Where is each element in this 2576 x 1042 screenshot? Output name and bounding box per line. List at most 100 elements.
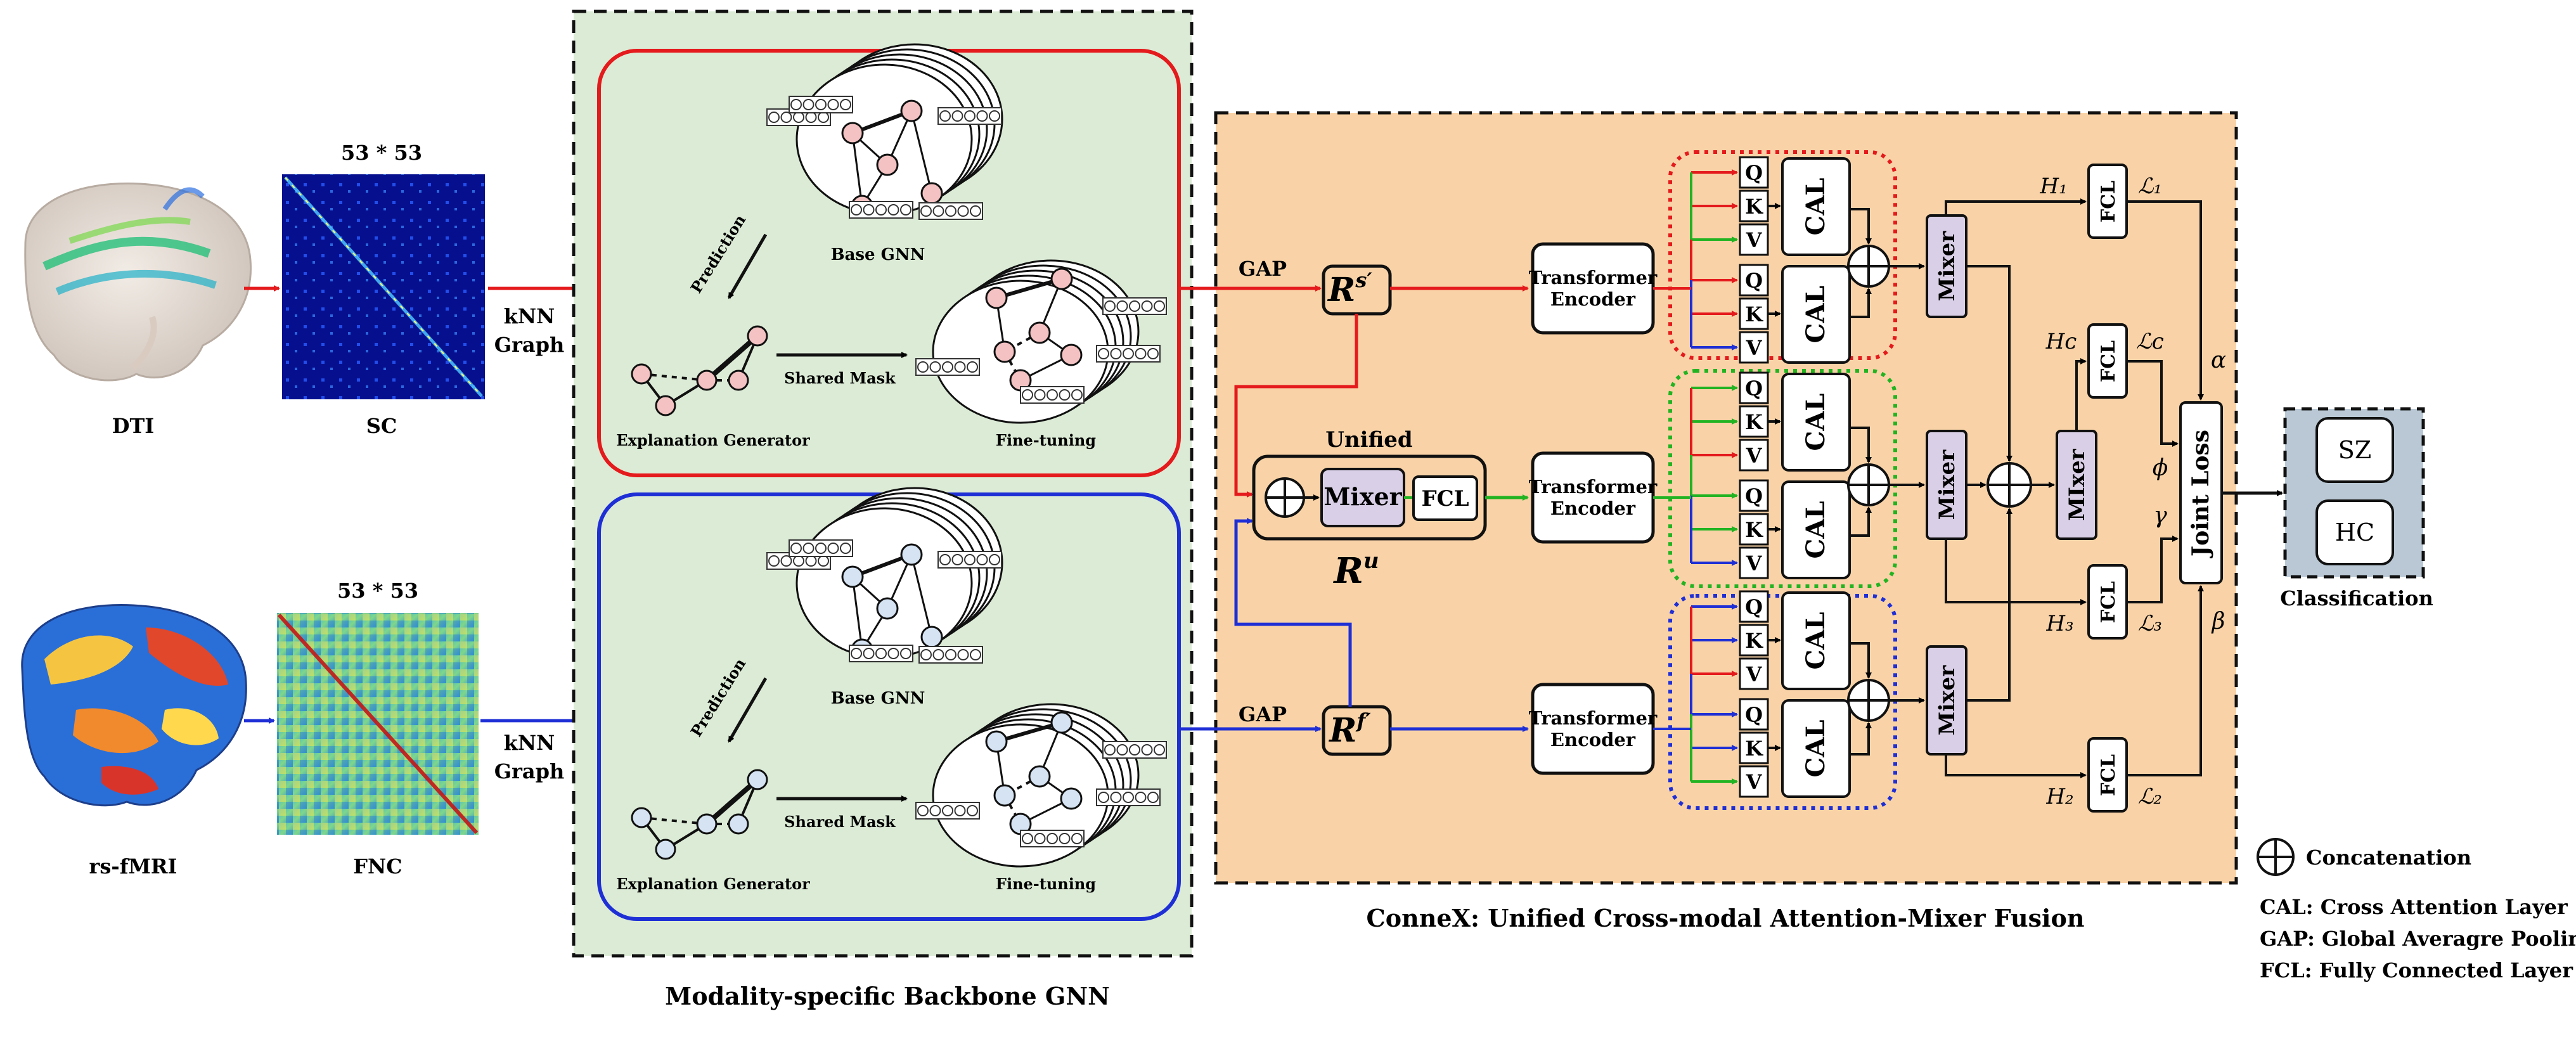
feature-cell <box>780 555 792 567</box>
feature-cell <box>875 204 887 215</box>
feature-vector <box>1020 830 1085 847</box>
feature-cell <box>1110 348 1122 359</box>
v-label: V <box>1746 551 1763 576</box>
svg-text:Encoder: Encoder <box>1550 288 1636 310</box>
dti-brain-image <box>24 183 252 382</box>
k-box <box>1739 731 1769 764</box>
beta-label: β <box>2211 608 2225 634</box>
h1-label: H₁ <box>2039 174 2067 199</box>
svg-text:SZ: SZ <box>2338 436 2371 464</box>
feature-cell <box>942 361 953 373</box>
q-label: Q <box>1745 376 1763 401</box>
base-gnn-edge <box>910 554 933 638</box>
base-gnn-label: Base GNN <box>831 245 925 264</box>
q-label: Q <box>1745 161 1763 185</box>
feature-vector <box>789 96 853 113</box>
feature-cell <box>1147 348 1159 359</box>
feature-cell <box>805 112 817 123</box>
fmri-label: rs-fMRI <box>89 854 177 878</box>
unified-label: Unified <box>1325 427 1412 453</box>
svg-text:Transformer: Transformer <box>1529 707 1658 729</box>
svg-text:MIxer: MIxer <box>2064 448 2090 520</box>
gamma-label: γ <box>2153 503 2167 529</box>
unified-concat-icon <box>1265 477 1305 518</box>
unified-fcl <box>1412 475 1478 521</box>
base-gnn-node <box>900 100 923 122</box>
fusion-connectors <box>1945 198 2283 778</box>
feature-cell <box>970 205 981 217</box>
feature-cell <box>939 110 951 122</box>
feature-cell <box>815 543 827 554</box>
feature-cell <box>863 648 875 659</box>
phi-label: ϕ <box>2153 455 2168 481</box>
svg-text:Mixer: Mixer <box>1935 231 1960 301</box>
feature-vector <box>918 646 983 664</box>
feature-cell <box>1059 389 1071 401</box>
feature-cell <box>818 555 829 567</box>
k-label: K <box>1745 629 1763 653</box>
feature-cell <box>1154 300 1165 312</box>
explanation-node <box>655 395 676 416</box>
feature-cell <box>1104 744 1116 756</box>
feature-cell <box>1046 833 1058 844</box>
concat-icon-unified <box>1847 463 1890 506</box>
feature-cell <box>967 361 978 373</box>
feature-cell <box>1046 389 1058 401</box>
rf-sup: f′ <box>1356 709 1372 733</box>
feature-cell <box>917 361 929 373</box>
l1-label: ℒ₁ <box>2138 174 2162 199</box>
feature-cell <box>1059 833 1071 844</box>
fine-tuning-edge <box>996 721 1062 743</box>
svg-text:Mixer: Mixer <box>1935 665 1960 735</box>
feature-cell <box>1141 744 1153 756</box>
svg-text:Rf′: Rf′ <box>1328 709 1371 750</box>
cal-label: CAL <box>1801 501 1831 559</box>
feature-cell <box>1135 348 1147 359</box>
feature-cell <box>768 555 780 567</box>
feature-cell <box>1071 389 1083 401</box>
class-hc-box: HC <box>2315 499 2394 565</box>
feature-vector <box>915 358 980 376</box>
svg-text:Encoder: Encoder <box>1550 729 1636 750</box>
feature-cell <box>1071 833 1083 844</box>
svg-text:Transformer: Transformer <box>1529 476 1658 498</box>
explanation-edge <box>641 373 707 382</box>
feature-cell <box>951 110 963 122</box>
feature-cell <box>1022 833 1033 844</box>
feature-cell <box>929 805 941 816</box>
feature-cell <box>957 205 969 217</box>
explanation-node <box>696 813 718 835</box>
legend-gap: GAP: Global Averagre Pooling <box>2260 927 2576 951</box>
feature-cell <box>805 555 817 567</box>
explanation-node <box>631 363 652 385</box>
fine-tuning-label: Fine-tuning <box>996 875 1096 893</box>
q-label: Q <box>1745 269 1763 293</box>
alpha-label: α <box>2211 347 2226 373</box>
fine-tuning-label: Fine-tuning <box>996 431 1096 449</box>
feature-cell <box>920 649 932 660</box>
base-gnn-layer <box>795 63 973 215</box>
rf-base: R <box>1328 711 1356 750</box>
sc-dims: 53 * 53 <box>341 141 422 165</box>
feature-cell <box>932 205 944 217</box>
cal-label: CAL <box>1801 612 1831 670</box>
feature-vector <box>849 201 913 219</box>
cal-label: CAL <box>1801 178 1831 236</box>
functional-attention-group <box>1668 594 1897 810</box>
fmri-brain-image <box>21 604 247 807</box>
fine-tuning-node <box>993 340 1016 363</box>
shared-mask-label: Shared Mask <box>784 813 896 831</box>
feature-cell <box>887 204 899 215</box>
legend-concat-icon <box>2257 838 2295 876</box>
fine-tuning-node <box>993 784 1016 807</box>
v-box <box>1739 657 1769 690</box>
cal-label: CAL <box>1801 720 1831 778</box>
svg-text:FCL: FCL <box>2097 754 2120 796</box>
svg-text:Encoder: Encoder <box>1550 498 1636 519</box>
cal-label: CAL <box>1801 286 1831 344</box>
k-box <box>1739 297 1769 330</box>
feature-cell <box>827 543 839 554</box>
q-box <box>1739 156 1769 189</box>
